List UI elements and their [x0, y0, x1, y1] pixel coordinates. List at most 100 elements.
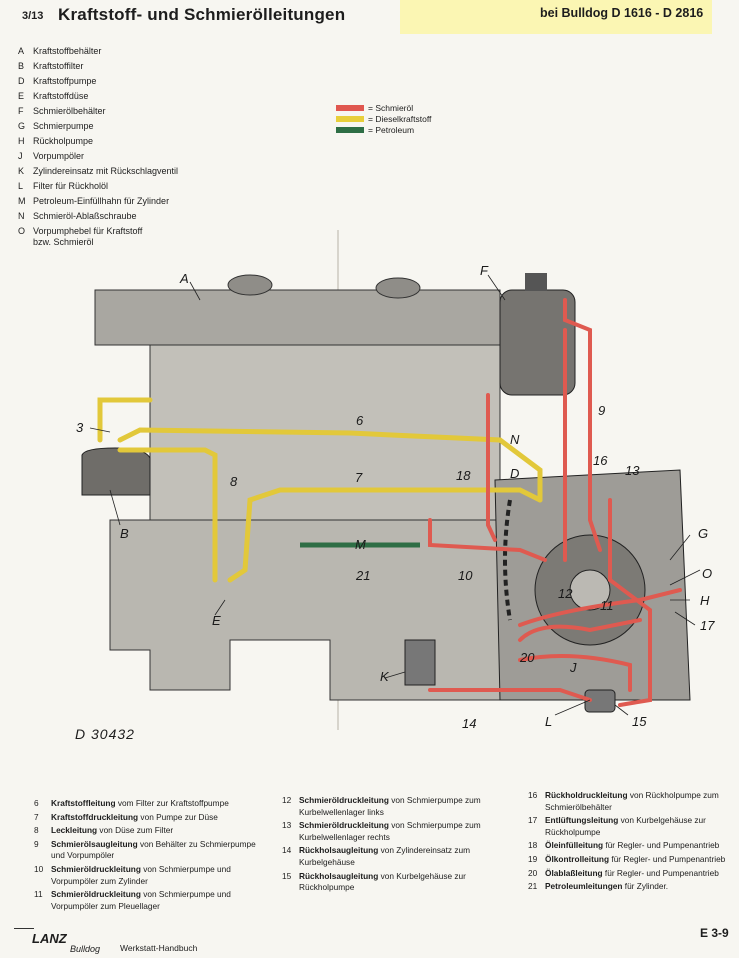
label-16: 16: [593, 453, 608, 468]
caption-text: Öleinfülleitung für Regler- und Pumpenan…: [545, 840, 719, 852]
caption-number: 18: [528, 840, 538, 851]
caption-item: 12 Schmieröldruckleitung von Schmierpumpe…: [282, 795, 507, 818]
caption-description: von Behälter zu Schmierpumpe und Vorpump…: [51, 838, 256, 861]
caption-number: 7: [34, 811, 39, 822]
caption-description: von Schmierpumpe zum Kurbelwellenlager r…: [299, 820, 481, 842]
handbook-label: Werkstatt-Handbuch: [120, 943, 198, 953]
label-11: 11: [600, 598, 614, 613]
caption-text: Petroleumleitungen für Zylinder.: [545, 881, 668, 893]
legend-text: Schmieröl-Ablaßschraube: [33, 211, 137, 221]
label-G: G: [698, 526, 708, 541]
color-key-item: = Dieselkraftstoff: [336, 113, 431, 124]
caption-description: von Rückholpumpe zum Schmierölbehälter: [545, 790, 719, 812]
caption-line-name: Kraftstoffleitung: [51, 798, 116, 808]
color-swatch: [336, 115, 364, 122]
legend-key: G: [18, 121, 26, 131]
legend-key: H: [18, 136, 25, 146]
label-J: J: [569, 660, 577, 675]
caption-item: 17 Entlüftungsleitung von Kurbelgehäuse z…: [528, 815, 733, 838]
caption-line-name: Ölkontrolleitung: [545, 853, 610, 864]
housing-edge: [503, 499, 512, 621]
leader-lines: [89, 274, 701, 716]
legend-key: E: [18, 91, 25, 101]
label-17: 17: [700, 618, 715, 633]
caption-line-name: Leckleitung: [51, 825, 98, 836]
caption-text: Schmierölsaugleitung von Behälter zu Sch…: [51, 839, 264, 862]
color-swatch: [336, 104, 364, 111]
caption-description: für Regler- und Pumpenantrieb: [609, 853, 726, 864]
legend-text: Petroleum-Einfüllhahn für Zylinder: [33, 196, 170, 206]
legend-item: E Kraftstoffdüse: [18, 89, 178, 104]
caption-description: von Schmierpumpe und Vorpumpöler zum Zyl…: [51, 863, 231, 886]
caption-item: 19 Ölkontrolleitung für Regler- und Pumpe…: [528, 854, 733, 866]
label-7: 7: [355, 470, 363, 485]
legend-text: Zylindereinsatz mit Rückschlagventil: [33, 166, 179, 176]
caption-description: für Regler- und Pumpenantrieb: [602, 867, 719, 878]
label-O: O: [702, 566, 712, 581]
caption-line-name: Schmierölsaugleitung: [51, 838, 138, 849]
caption-text: Schmieröldruckleitung von Schmierpumpe z…: [299, 795, 507, 818]
legend-key: L: [18, 181, 24, 191]
caption-text: Rückholsaugleitung von Zylindereinsatz z…: [299, 845, 507, 868]
caption-text: Leckleitung von Düse zum Filter: [51, 825, 173, 837]
caption-line-name: Schmieröldruckleitung: [51, 889, 141, 900]
label-F: F: [480, 263, 489, 278]
caption-description: vom Filter zur Kraftstoffpumpe: [115, 798, 229, 808]
caption-text: Kraftstoffleitung vom Filter zur Kraftst…: [51, 798, 229, 810]
label-D: D: [510, 466, 519, 481]
brand-sub-logo: Bulldog: [70, 944, 101, 954]
oil-line-9: [563, 298, 602, 552]
caption-text: Ölablaßleitung für Regler- und Pumpenant…: [545, 868, 719, 880]
caption-text: Schmieröldruckleitung von Schmierpumpe z…: [299, 820, 507, 843]
caption-text: Rückholdruckleitung von Rückholpumpe zum…: [545, 790, 733, 813]
caption-number: 20: [528, 867, 538, 878]
legend-item: H Rückholpumpe: [18, 134, 178, 149]
legend-key: J: [18, 151, 23, 161]
legend-subtext: bzw. Schmieröl: [33, 237, 94, 247]
legend-key: A: [18, 46, 25, 56]
label-8: 8: [230, 474, 238, 489]
caption-description: für Regler- und Pumpenantrieb: [603, 840, 720, 851]
oil-line-17: [518, 588, 682, 627]
caption-line-name: Ölablaßleitung: [545, 867, 603, 878]
legend-text: Vorpumphebel für Kraftstoff: [33, 226, 143, 236]
caption-text: Kraftstoffdruckleitung von Pumpe zur Düs…: [51, 812, 218, 824]
gear-hub: [569, 569, 611, 611]
legend-key: F: [18, 106, 24, 116]
caption-line-name: Rückholdruckleitung: [545, 790, 628, 800]
color-key-item: = Petroleum: [336, 124, 431, 135]
caption-number: 21: [528, 881, 538, 892]
legend-text: Kraftstoffdüse: [33, 91, 89, 101]
page-number: 3/13: [22, 10, 44, 22]
caption-item: 7 Kraftstoffdruckleitung von Pumpe zur Dü…: [34, 812, 264, 824]
caption-text: Rückholsaugleitung von Kurbelgehäuse zur…: [299, 871, 507, 894]
caption-description: von Zylindereinsatz zum Kurbelgehäuse: [299, 845, 471, 867]
caption-number: 12: [282, 795, 292, 805]
return-filter-shape: [584, 689, 616, 713]
fuel-tank-shape: [94, 289, 501, 346]
caption-number: 17: [528, 815, 538, 826]
fuel-line-6: [117, 427, 543, 503]
label-21: 21: [355, 568, 370, 583]
color-swatch: [336, 126, 364, 133]
label-15: 15: [632, 714, 647, 729]
caption-number: 13: [282, 820, 292, 831]
caption-text: Entlüftungsleitung von Kurbelgehäuse zur…: [545, 815, 733, 838]
diesel-lines: [97, 397, 543, 583]
legend-text: Rückholpumpe: [33, 136, 94, 146]
caption-number: 14: [282, 845, 292, 856]
caption-number: 19: [528, 853, 538, 864]
